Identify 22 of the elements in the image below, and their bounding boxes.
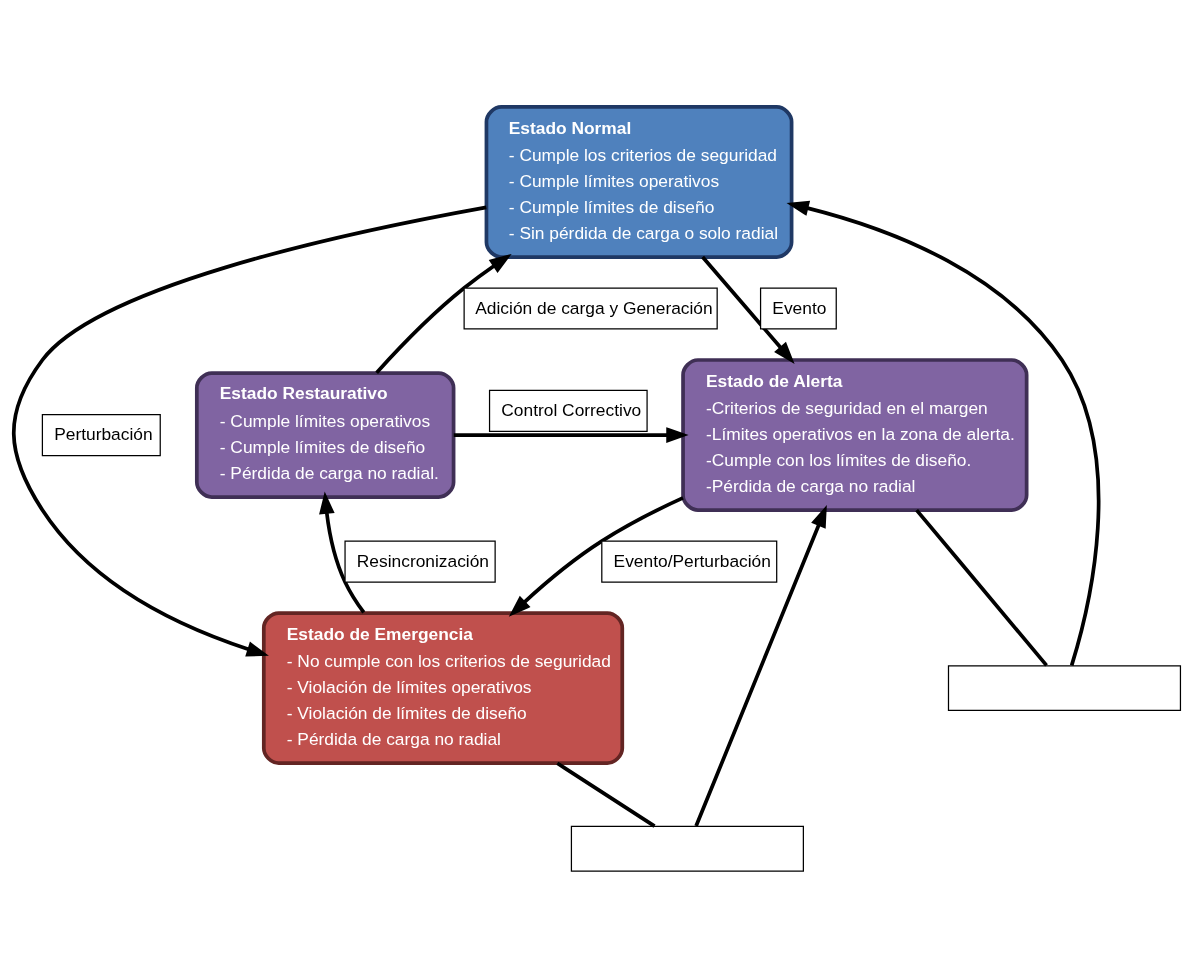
edge-label: Perturbación — [54, 423, 153, 444]
node-box: Estado Normal - Cumple los criterios de seguridad - Cumple límites operativos - Cumple límites de diseño - Sin pérdida de carga o solo radial — [484, 104, 794, 259]
connector — [556, 761, 656, 828]
arrow — [701, 255, 795, 364]
arrow — [12, 205, 487, 657]
node-box: Estado de Alerta -Criterios de seguridad en el margen -Límites operativos en la zona de alerta. -Cumple con los límites de diseño. -Pérdida de carga no radial — [681, 357, 1029, 512]
arrow — [375, 253, 512, 374]
arrow — [453, 426, 689, 443]
node-box — [947, 664, 1182, 711]
arrow — [508, 495, 684, 617]
edge-label: Evento — [772, 297, 827, 318]
arrow — [786, 200, 1101, 666]
edge-label: Resincronización — [356, 550, 490, 571]
node-box: Estado Restaurativo - Cumple límites operativos - Cumple límites de diseño - Pérdida de carga no radial. — [194, 370, 456, 499]
edge-label: Evento/Perturbación — [613, 550, 771, 571]
arrow — [694, 504, 827, 827]
node-box — [570, 825, 804, 872]
edge-label: Control Correctivo — [501, 399, 642, 420]
node-box: Estado de Emergencia - No cumple con los criterios de seguridad - Violación de límites operativos - Violación de límites de diseño - Pérdida de carga no radial — [261, 610, 625, 765]
edge-label: Adición de carga y Generación — [475, 297, 713, 318]
arrow — [319, 491, 366, 614]
connector — [915, 508, 1048, 667]
